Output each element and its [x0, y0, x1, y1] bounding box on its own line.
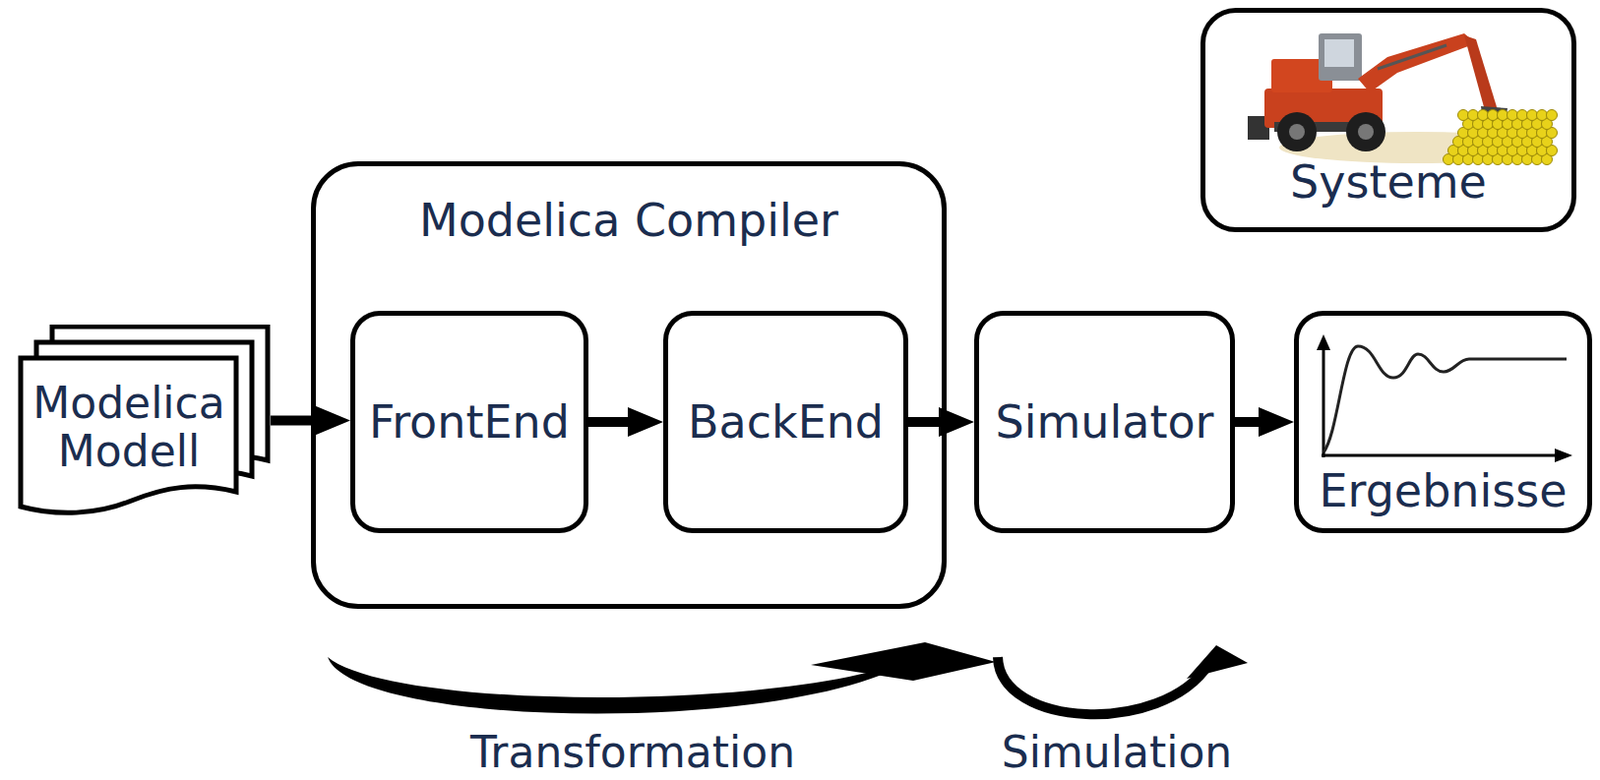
result-chart	[1316, 334, 1573, 463]
box-title: Modelica Compiler	[419, 195, 839, 247]
flow-arrow	[908, 417, 939, 428]
phase-label: Transformation	[470, 730, 796, 776]
gravel-stone	[1468, 110, 1479, 122]
simulation-arrow	[997, 657, 1209, 715]
box-label: Simulator	[994, 397, 1214, 448]
flow-arrow	[270, 416, 315, 427]
gravel-stone	[1477, 110, 1489, 122]
box-title: Ergebnisse	[1318, 466, 1567, 517]
document-text-area: Modelica Modell	[11, 364, 247, 491]
gravel-stone	[1507, 110, 1519, 122]
flow-arrow	[588, 417, 628, 428]
gravel-stone	[1487, 110, 1499, 122]
process-box: BackEnd	[663, 310, 909, 534]
gravel-stone	[1497, 110, 1509, 122]
compiler-group: Modelica CompilerFrontEnd BackEnd	[310, 161, 947, 610]
process-box: Simulator	[974, 310, 1235, 534]
box-title: Systeme	[1290, 157, 1487, 208]
gravel-stone	[1517, 110, 1529, 122]
excavator-illustration	[1247, 33, 1558, 166]
results-box: Ergebnisse	[1293, 310, 1593, 534]
flow-arrow	[1234, 417, 1259, 428]
transformation-arrowhead	[810, 642, 996, 681]
gravel-stone	[1546, 110, 1558, 122]
gravel-stone	[1527, 110, 1539, 122]
gravel-stone	[1537, 110, 1548, 122]
box-label: Modelica Modell	[11, 378, 247, 477]
process-box: FrontEnd	[350, 310, 589, 534]
box-title: BackEnd	[687, 397, 884, 448]
simulation-arrowhead	[1186, 645, 1248, 679]
systems-box: Systeme	[1200, 7, 1577, 233]
document-stack: Modelica Modell	[17, 324, 272, 517]
box-title: FrontEnd	[369, 397, 570, 448]
gravel-stone	[1458, 110, 1470, 122]
phase-label: Simulation	[1001, 730, 1232, 776]
